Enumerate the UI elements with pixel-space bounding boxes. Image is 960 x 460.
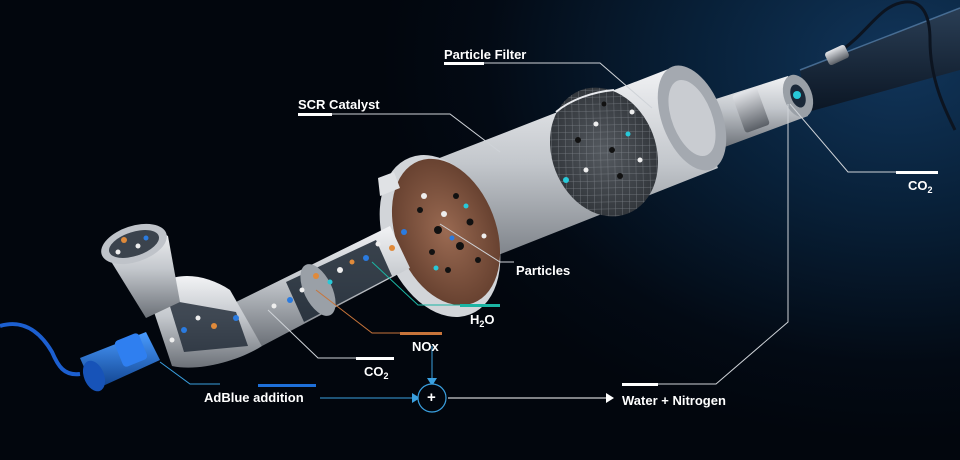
plus-sign: + [427, 389, 436, 406]
particles-label: Particles [516, 263, 571, 278]
adblue-injector [0, 322, 160, 392]
catalyst-body [378, 65, 727, 317]
adblue-flow-line [159, 361, 220, 385]
adblue-label: AdBlue addition [204, 390, 304, 405]
water-nitrogen-label: Water + Nitrogen [622, 393, 726, 408]
scr-catalyst-callout [298, 113, 501, 153]
co2-left-label: CO2 [364, 364, 389, 381]
water-nitrogen-callout [648, 104, 789, 385]
label-bars [258, 62, 938, 387]
plus-circle [417, 383, 447, 413]
h2o-label: H2O [470, 312, 495, 329]
scr-catalyst-label: SCR Catalyst [298, 97, 380, 112]
particle-filter-callout [444, 62, 653, 109]
particle-filter-label: Particle Filter [444, 47, 527, 62]
filter-mesh [549, 87, 659, 217]
outlet-pipe [700, 74, 814, 148]
particles-callout [439, 223, 514, 263]
nox-label: NOx [412, 339, 439, 354]
flow-arrowheads [412, 378, 614, 403]
tailpipe [799, 0, 960, 131]
particle-dots [115, 101, 643, 343]
co2-right-callout [789, 103, 938, 173]
co2-right-label: CO2 [908, 178, 933, 195]
scr-face [379, 155, 501, 317]
